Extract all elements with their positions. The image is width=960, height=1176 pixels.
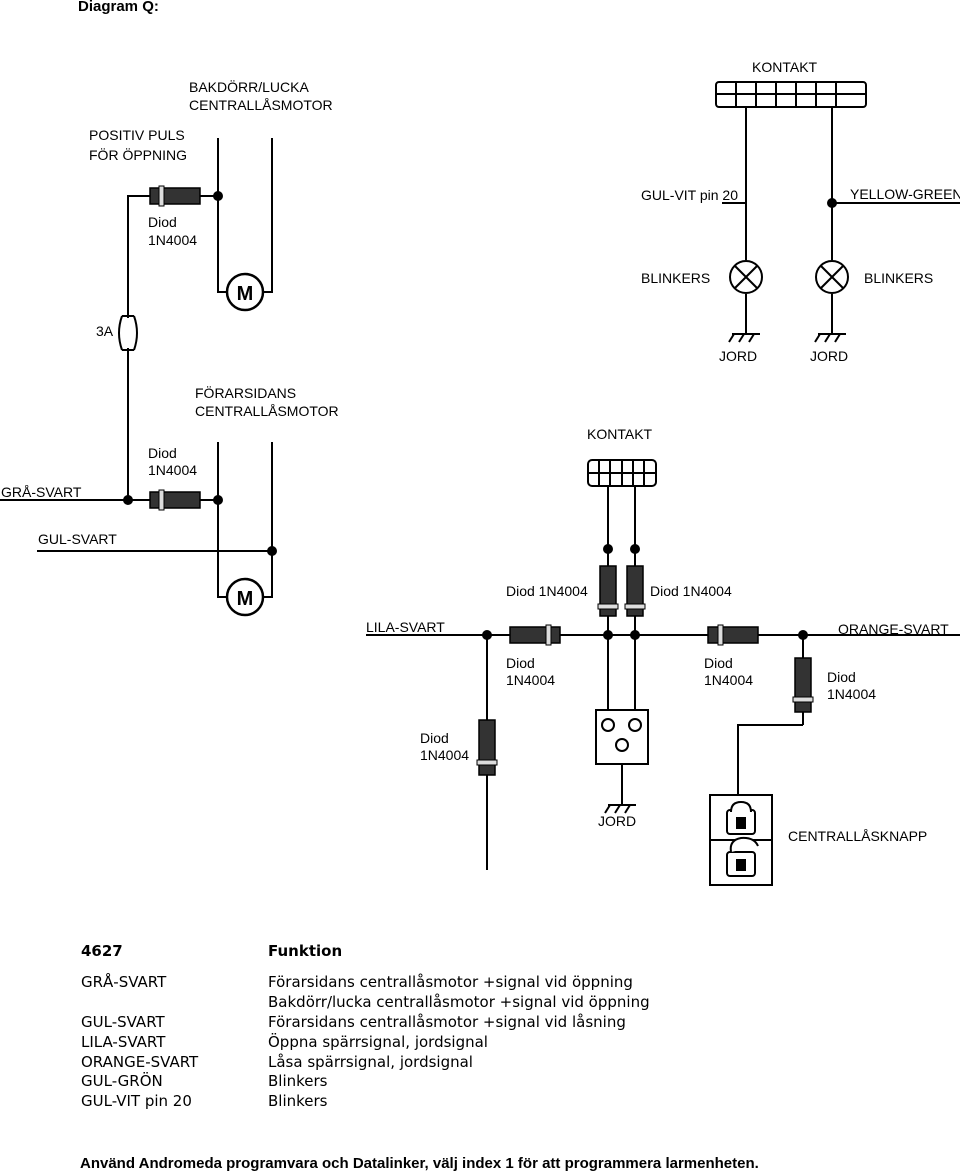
table-cell-function: Blinkers	[268, 1072, 328, 1091]
ground-symbol	[604, 804, 637, 814]
label-kontakt-top: KONTAKT	[752, 59, 818, 75]
junction-dots-right	[827, 198, 837, 208]
ground-symbol	[814, 333, 847, 343]
label-positiv-1: POSITIV PULS	[89, 127, 185, 143]
label-diod-full-left: Diod 1N4004	[506, 583, 588, 599]
label-kontakt-mid: KONTAKT	[587, 426, 653, 442]
kontakt-top-connector	[715, 81, 867, 108]
diagram-labels: BAKDÖRR/LUCKA CENTRALLÅSMOTOR POSITIV PU…	[1, 59, 960, 844]
table-cell-wire: GRÅ-SVART	[81, 973, 167, 991]
label-diod-model: 1N4004	[827, 686, 876, 702]
motor-bakdorr: M	[225, 272, 265, 312]
label-orange-svart: ORANGE-SVART	[838, 621, 949, 637]
kontakt-mid-connector	[587, 459, 657, 487]
label-positiv-2: FÖR ÖPPNING	[89, 146, 187, 163]
table-header-id: 4627	[81, 942, 123, 960]
diagram-title: Diagram Q:	[78, 0, 159, 15]
label-diod-model: 1N4004	[148, 232, 197, 248]
table-cell-function: Förarsidans centrallåsmotor +signal vid …	[268, 973, 633, 991]
junction-dots-left	[123, 191, 277, 556]
label-forarsidans-1: FÖRARSIDANS	[195, 384, 296, 401]
wires-top-right	[722, 107, 960, 334]
table-cell-wire: GUL-GRÖN	[81, 1072, 163, 1091]
label-jord: JORD	[598, 813, 636, 829]
label-diod-model: 1N4004	[148, 462, 197, 478]
diode-vertical-knapp	[792, 657, 814, 713]
label-blinkers-left: BLINKERS	[641, 270, 710, 286]
footer-note: Använd Andromeda programvara och Datalin…	[80, 1155, 759, 1172]
diode-lila-svart	[509, 624, 561, 646]
blinker-lamp-left	[729, 260, 763, 294]
label-diod: Diod	[148, 214, 177, 230]
label-diod: Diod	[148, 445, 177, 461]
label-blinkers-right: BLINKERS	[864, 270, 933, 286]
label-bakdorr-2: CENTRALLÅSMOTOR	[189, 97, 333, 113]
ground-symbol	[728, 333, 761, 343]
table-cell-wire	[81, 993, 198, 1013]
label-bakdorr-1: BAKDÖRR/LUCKA	[189, 78, 309, 95]
table-cell-wire: LILA-SVART	[81, 1032, 166, 1051]
label-jord: JORD	[719, 348, 757, 364]
label-gra-svart: GRÅ-SVART	[1, 484, 82, 500]
table-cell-function: Öppna spärrsignal, jordsignal	[268, 1032, 488, 1051]
diode-vertical-left	[597, 565, 619, 617]
label-diod-full-right: Diod 1N4004	[650, 583, 732, 599]
table-cell-wire: GUL-VIT pin 20	[81, 1092, 192, 1111]
table-cell-wire: ORANGE-SVART	[81, 1052, 199, 1071]
fuse-3a	[118, 315, 138, 351]
label-diod: Diod	[506, 655, 535, 671]
diode-gra-svart	[149, 489, 201, 511]
label-yellow-green: YELLOW-GREEN	[850, 186, 960, 202]
label-centrallasknapp: CENTRALLÅSKNAPP	[788, 828, 927, 844]
table-header-function: Funktion	[268, 942, 343, 960]
wires-center	[366, 486, 960, 870]
motor-forarsidan: M	[225, 577, 265, 617]
label-diod-model: 1N4004	[704, 672, 753, 688]
label-diod-model: 1N4004	[420, 747, 469, 763]
wires-top-left	[0, 138, 273, 598]
diode-vertical-right	[624, 565, 646, 617]
label-gul-svart: GUL-SVART	[38, 531, 117, 547]
label-forarsidans-2: CENTRALLÅSMOTOR	[195, 403, 339, 419]
label-jord: JORD	[810, 348, 848, 364]
label-lila-svart: LILA-SVART	[366, 619, 445, 635]
label-fuse: 3A	[96, 323, 114, 339]
function-column: Funktion Förarsidans centrallåsmotor +si…	[268, 942, 650, 1112]
table-cell-function: Bakdörr/lucka centrallåsmotor +signal vi…	[268, 992, 650, 1011]
diode-vertical-lower	[476, 719, 498, 776]
label-diod: Diod	[704, 655, 733, 671]
table-cell-function: Blinkers	[268, 1092, 328, 1111]
diode-orange-svart	[707, 624, 759, 646]
label-gulvit-pin20: GUL-VIT pin 20	[641, 187, 738, 203]
diode-positiv-puls	[149, 185, 201, 207]
table-cell-function: Förarsidans centrallåsmotor +signal vid …	[268, 1012, 626, 1031]
label-diod-model: 1N4004	[506, 672, 555, 688]
junction-dots-center	[482, 544, 808, 640]
svg-text:M: M	[237, 283, 254, 305]
svg-text:M: M	[237, 588, 254, 610]
lock-switch-box	[595, 709, 649, 765]
label-diod: Diod	[420, 730, 449, 746]
wiring-diagram: M M	[0, 59, 960, 886]
label-diod: Diod	[827, 669, 856, 685]
blinker-lamp-right	[815, 260, 849, 294]
centrallasknapp-switch	[709, 794, 773, 886]
table-cell-wire: GUL-SVART	[81, 1012, 165, 1031]
table-cell-function: Låsa spärrsignal, jordsignal	[268, 1052, 473, 1071]
wire-color-column: 4627 GRÅ-SVART GUL-SVART LILA-SVART ORAN…	[81, 942, 198, 1112]
